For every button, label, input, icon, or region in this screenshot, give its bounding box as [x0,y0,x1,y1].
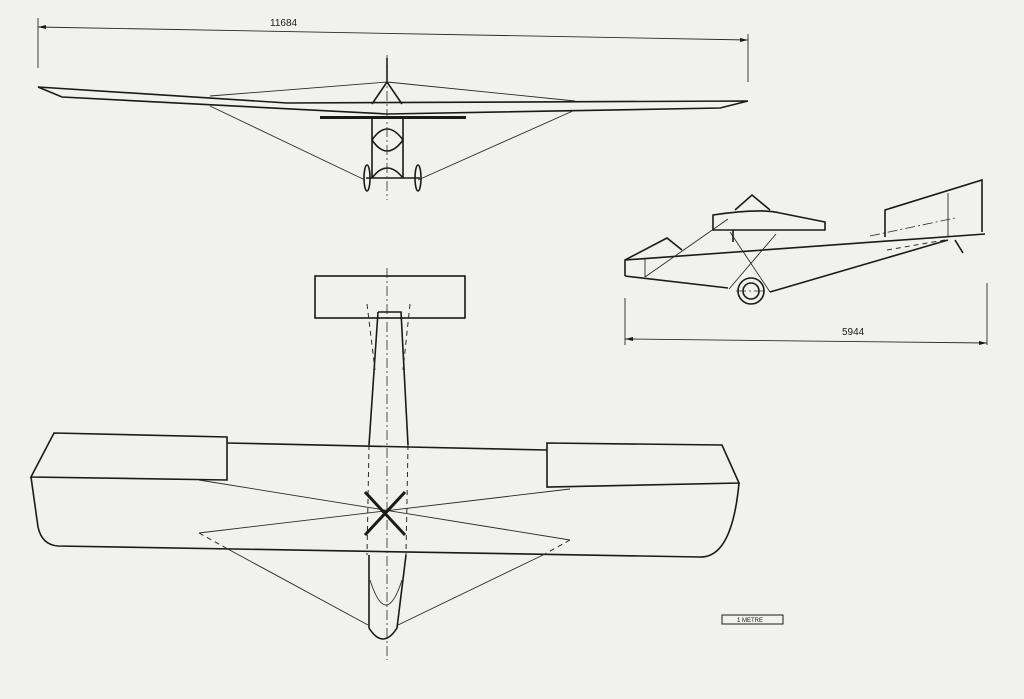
elevator-hidden [366,303,376,371]
rudder [884,178,983,237]
flying-wire [397,554,544,626]
fuselage-nose [368,554,407,640]
landing-wire [386,81,576,102]
fuselage-bottom [371,167,404,179]
fuselage-bottom-rear [769,239,949,293]
span-dimension-line [37,26,749,41]
elevator-hidden [886,239,946,251]
fuselage-top [624,233,986,261]
aileron-right [546,442,741,488]
span-dimension-label: 11684 [270,18,298,29]
arrow-head [38,25,46,29]
wire-hidden [542,539,571,556]
fuselage-hidden [405,444,409,556]
strut [644,218,729,278]
arrow-head [625,337,633,341]
arrow-head [740,38,748,42]
flying-wire [209,105,366,181]
strut [728,233,777,290]
bracing-wire [198,479,571,541]
front-wing [37,86,749,115]
scale-bar-label: 1 METRE [737,618,763,624]
tailplane [314,275,466,319]
tailplane-front [320,116,466,119]
elevator-hidden [402,303,411,371]
fuselage-bottom [624,275,729,289]
fuselage-left [368,311,379,446]
cockpit-outline [369,579,403,606]
fuselage-section [371,128,404,152]
aileron-left [29,432,228,481]
length-dimension-label: 5944 [842,327,865,338]
nose-outline [624,237,683,276]
landing-wire [209,81,388,97]
length-dimension-line [624,338,988,344]
arrow-head [979,341,987,345]
flying-wire [417,109,576,181]
front-view: 11684 [37,18,749,200]
flying-wire [225,547,369,626]
wing-leading-edge [226,442,548,451]
cabane-side [734,193,771,211]
fuselage-right [378,311,409,446]
strut [729,231,771,293]
wheel-left [363,164,371,192]
side-wing [712,210,826,231]
side-view: 5944 [624,178,988,345]
rudder-centre [869,217,956,237]
scale-bar-box [721,614,784,625]
wheel-right [414,164,422,192]
plan-view [29,268,741,660]
wing-trailing-outline [30,476,740,558]
fuselage-hidden [366,444,370,556]
cross-brace [363,490,407,537]
tail-skid [954,239,964,254]
scale-bar: 1 METRE [721,614,784,625]
wire-hidden [198,532,227,549]
